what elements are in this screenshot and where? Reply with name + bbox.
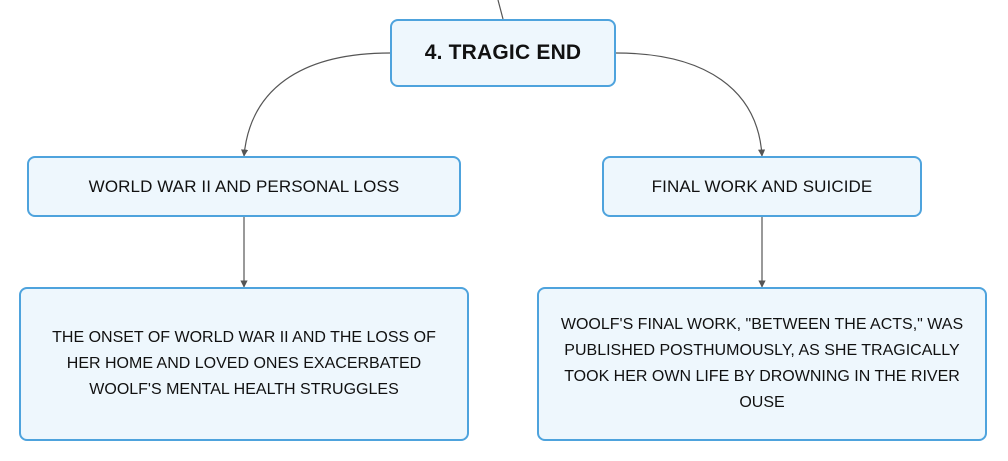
incoming-connector	[497, 0, 504, 20]
topic-node-label: FINAL WORK AND SUICIDE	[651, 176, 873, 196]
root-node[interactable]: 4. TRAGIC END	[390, 19, 616, 87]
topic-node-final-work[interactable]: FINAL WORK AND SUICIDE	[602, 156, 922, 217]
connector-root-to-right-topic	[615, 52, 766, 157]
connector-root-to-left-topic	[241, 52, 391, 157]
detail-node-final-work[interactable]: WOOLF'S FINAL WORK, "BETWEEN THE ACTS," …	[537, 287, 987, 441]
root-node-label: 4. TRAGIC END	[424, 41, 582, 64]
detail-node-text: WOOLF'S FINAL WORK, "BETWEEN THE ACTS," …	[560, 316, 964, 411]
detail-node-text: THE ONSET OF WORLD WAR II AND THE LOSS O…	[52, 329, 436, 398]
detail-node-world-war-ii[interactable]: THE ONSET OF WORLD WAR II AND THE LOSS O…	[19, 287, 469, 441]
topic-node-world-war-ii[interactable]: WORLD WAR II AND PERSONAL LOSS	[27, 156, 461, 217]
topic-node-label: WORLD WAR II AND PERSONAL LOSS	[88, 176, 400, 196]
